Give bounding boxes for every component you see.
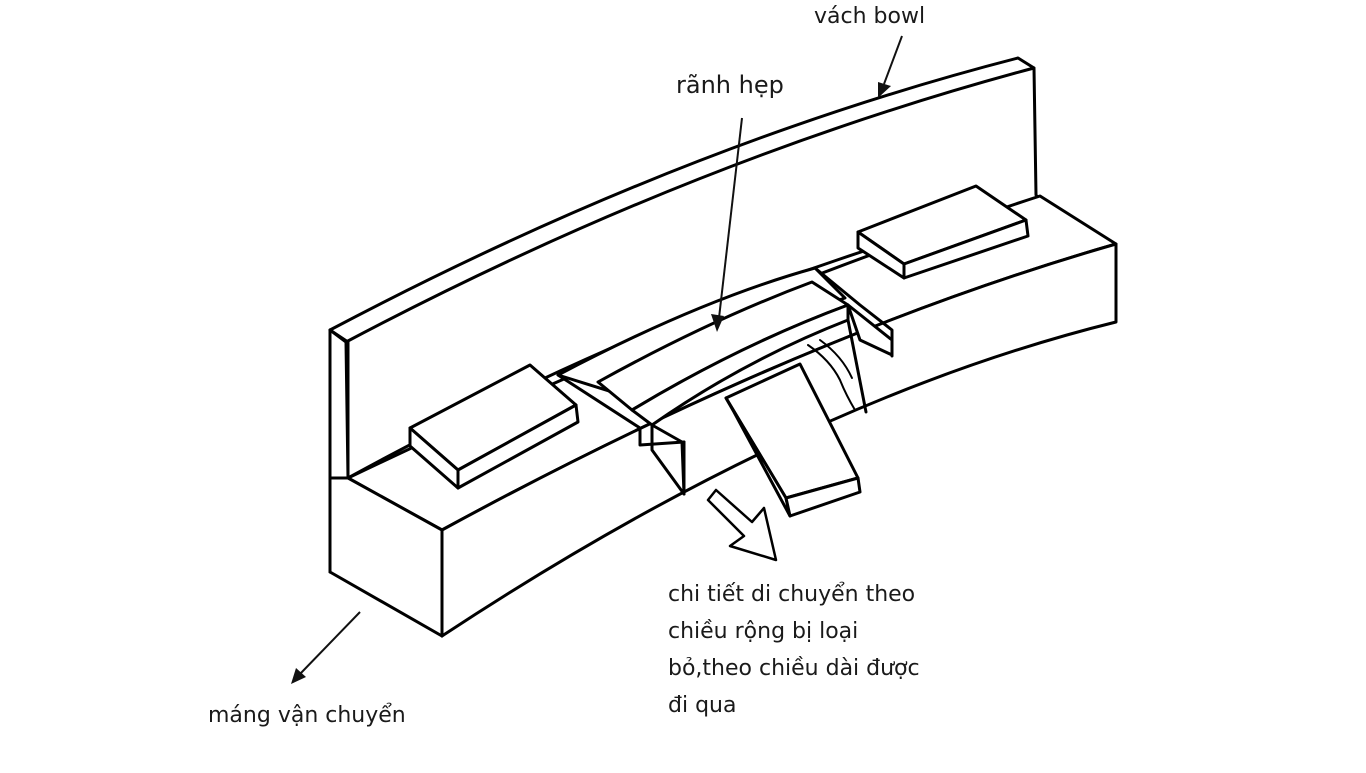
- label-narrow-groove: rãnh hẹp: [676, 71, 784, 99]
- part-note-line: bỏ,theo chiều dài được: [668, 656, 920, 681]
- leader-conveyor: [291, 611, 361, 684]
- part-note-line: chi tiết di chuyển theo: [668, 582, 916, 607]
- part-note-line: chiều rộng bị loại: [668, 619, 859, 644]
- leader-bowl-wall: [878, 35, 903, 98]
- narrow-groove: [556, 266, 894, 496]
- part-right: [856, 184, 1030, 280]
- reject-arrow: [706, 488, 778, 562]
- label-part-note: chi tiết di chuyển theo chiều rộng bị lo…: [668, 576, 920, 724]
- part-rejected: [724, 362, 862, 518]
- label-conveyor-trough: máng vận chuyển: [208, 703, 406, 728]
- leader-narrow-groove: [711, 117, 743, 332]
- part-note-line: đi qua: [668, 693, 737, 718]
- label-bowl-wall: vách bowl: [814, 4, 926, 29]
- part-left: [408, 363, 580, 490]
